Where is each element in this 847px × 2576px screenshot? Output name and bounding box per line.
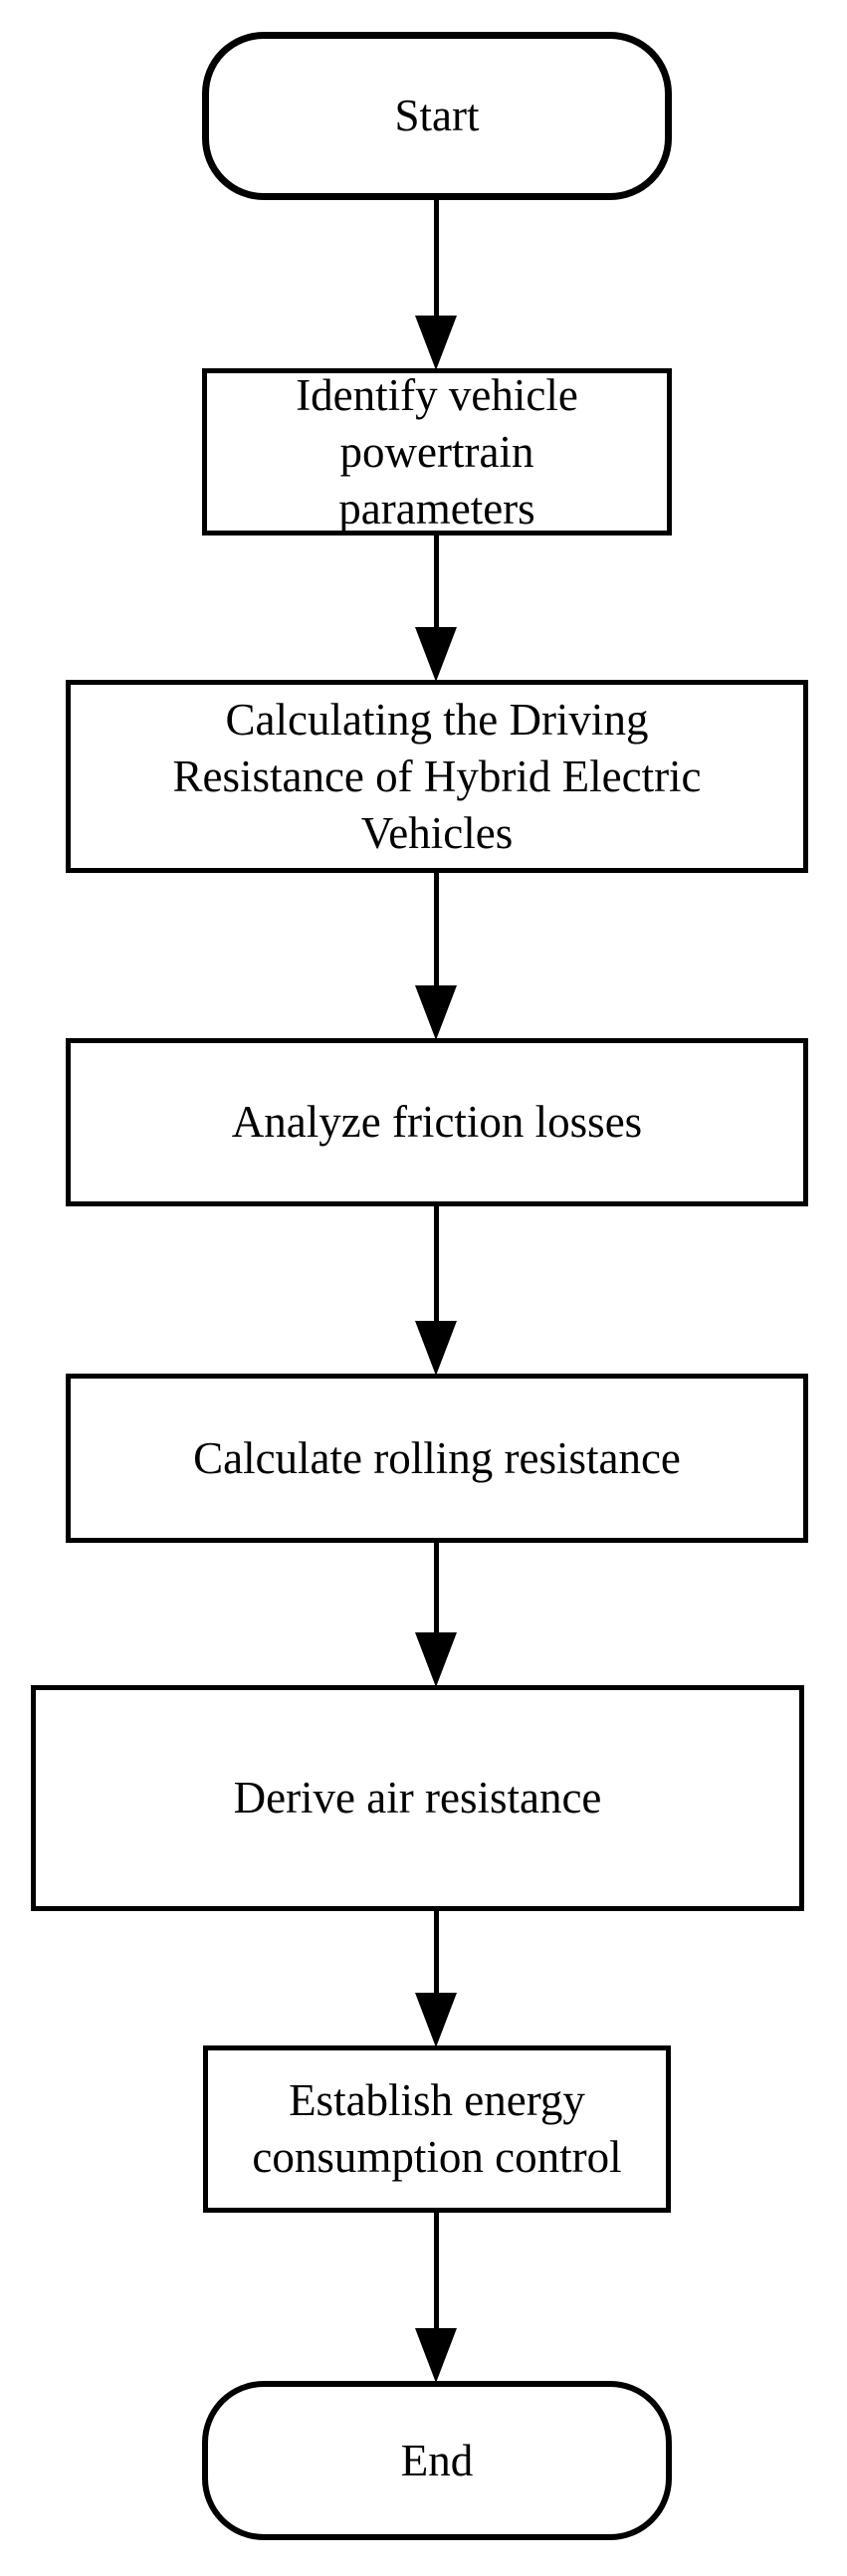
connector-arrow-6 [415,1909,457,2047]
node-label-line: End [400,2435,474,2485]
connector-arrow-2 [415,534,457,682]
node-label-line: Calculating the Driving [225,694,649,745]
connector-arrow-4 [415,1204,457,1376]
node-establish-energy-consumption-control: Establish energy consumption control [203,2045,671,2213]
node-derive-air-resistance: Derive air resistance [31,1685,804,1911]
node-label-line: parameters [338,483,535,534]
arrow-shaft [433,2211,439,2328]
node-label-line: Establish energy [289,2075,585,2125]
node-label-line: Calculate rolling resistance [193,1432,681,1483]
arrow-shaft [433,534,439,627]
node-label-line: Analyze friction losses [231,1097,643,1147]
arrow-shaft [433,1204,439,1321]
arrowhead-down-icon [415,985,457,1040]
node-label-line: Vehicles [360,807,514,858]
node-label-line: powertrain [339,426,534,477]
node-label-line: Resistance of Hybrid Electric [172,751,702,801]
connector-arrow-5 [415,1541,457,1687]
arrowhead-down-icon [415,2328,457,2383]
connector-arrow-7 [415,2211,457,2383]
node-calculate-rolling-resistance: Calculate rolling resistance [66,1374,808,1543]
arrow-shaft [433,198,439,316]
arrowhead-down-icon [415,1632,457,1687]
arrow-shaft [433,1541,439,1632]
node-label-line: Derive air resistance [233,1773,602,1823]
arrowhead-down-icon [415,1993,457,2047]
node-label-line: consumption control [252,2132,622,2182]
node-calculate-driving-resistance: Calculating the Driving Resistance of Hy… [66,680,808,873]
arrowhead-down-icon [415,627,457,682]
node-start: Start [202,32,672,200]
connector-arrow-3 [415,871,457,1040]
arrow-shaft [433,871,439,985]
node-label-line: Identify vehicle [296,369,578,420]
arrow-shaft [433,1909,439,1993]
node-label-line: Start [394,91,480,140]
node-identify-powertrain-parameters: Identify vehicle powertrain parameters [202,368,672,536]
arrowhead-down-icon [415,316,457,370]
arrowhead-down-icon [415,1321,457,1376]
connector-arrow-1 [415,198,457,370]
node-end: End [202,2381,672,2540]
node-analyze-friction-losses: Analyze friction losses [66,1038,808,1206]
